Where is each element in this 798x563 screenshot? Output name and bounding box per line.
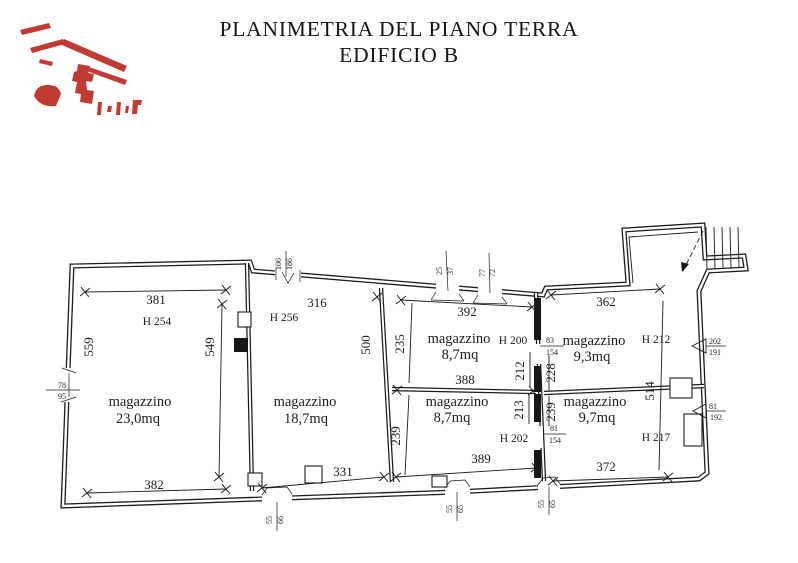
room-labels: magazzino 23,0mq magazzino 18,7mq magazz… xyxy=(109,331,627,427)
dim-door-right-lower-h: 192 xyxy=(710,413,722,422)
room-height-254: H 254 xyxy=(143,316,172,328)
room-label: magazzino xyxy=(426,394,489,410)
dim-door-right-upper-h: 191 xyxy=(709,348,721,357)
room-area: 9,7mq xyxy=(579,410,616,426)
dim-372: 372 xyxy=(596,459,616,474)
room-height-200: H 200 xyxy=(499,335,528,347)
dimension-ticks xyxy=(79,283,674,499)
room-height-217: H 217 xyxy=(642,432,671,444)
room-height-202: H 202 xyxy=(500,433,529,445)
dim-door-top-h: 186 xyxy=(285,258,294,270)
logo-shapes xyxy=(20,23,142,115)
dim-389: 389 xyxy=(471,451,491,466)
dim-239-left: 239 xyxy=(388,426,403,446)
room-label: magazzino xyxy=(428,331,491,347)
dim-559: 559 xyxy=(81,337,96,357)
opening-details xyxy=(60,268,561,496)
room-area: 9,3mq xyxy=(574,349,611,365)
door-swing-icon xyxy=(690,338,707,354)
dim-331: 331 xyxy=(333,464,353,479)
dim-win-left-h: 95 xyxy=(58,392,66,401)
title-block: PLANIMETRIA DEL PIANO TERRA EDIFICIO B xyxy=(0,16,798,68)
dim-500: 500 xyxy=(358,335,373,355)
dim-win-top2-h: 72 xyxy=(488,269,497,277)
room-height-212: H 212 xyxy=(642,334,671,346)
room-area: 8,7mq xyxy=(442,347,479,363)
dim-212: 212 xyxy=(512,361,527,381)
stair-arrow-icon xyxy=(681,262,689,272)
room-height-256: H 256 xyxy=(270,312,299,324)
dim-door-top-w: 106 xyxy=(274,258,283,270)
wall-openings xyxy=(60,267,560,505)
room-label: magazzino xyxy=(563,333,626,349)
dim-362: 362 xyxy=(596,294,616,309)
outer-walls xyxy=(60,222,749,509)
dimension-texts: 381 H 254 559 549 382 78 95 316 H 256 10… xyxy=(58,258,722,524)
dim-win-top1-h: 37 xyxy=(446,267,455,275)
structure-details xyxy=(234,298,703,488)
dim-392: 392 xyxy=(457,304,477,319)
drawing-subtitle: EDIFICIO B xyxy=(339,43,459,68)
room-label: magazzino xyxy=(274,394,337,410)
dim-213: 213 xyxy=(511,400,526,420)
room-area: 23,0mq xyxy=(116,411,160,427)
dim-514: 514 xyxy=(642,381,657,401)
room-area: 8,7mq xyxy=(434,410,471,426)
dim-381: 381 xyxy=(146,292,166,307)
window-gap-bottom-1 xyxy=(262,494,292,505)
window-gap-bottom-2 xyxy=(445,487,470,498)
dim-239-right: 239 xyxy=(543,402,558,422)
dim-235: 235 xyxy=(392,334,407,354)
drawing-title: PLANIMETRIA DEL PIANO TERRA xyxy=(219,17,579,41)
dim-win-bottom1-w: 55 xyxy=(265,516,274,524)
dim-door-mid-upper-w: 83 xyxy=(546,336,554,345)
dim-win-bottom3-w: 55 xyxy=(537,500,546,508)
dim-door-mid-lower-h: 154 xyxy=(549,436,561,445)
dim-door-mid-upper-h: 154 xyxy=(546,348,558,357)
dim-win-top2-w: 77 xyxy=(478,269,487,277)
dim-win-bottom1-h: 66 xyxy=(276,516,285,524)
dim-win-left-w: 78 xyxy=(58,381,66,390)
staircase xyxy=(628,226,740,284)
room-label: magazzino xyxy=(109,394,172,410)
dim-door-right-lower-w: 81 xyxy=(709,402,717,411)
dim-549: 549 xyxy=(202,337,217,357)
room-area: 18,7mq xyxy=(284,411,328,427)
dim-382: 382 xyxy=(144,477,164,492)
dim-win-bottom3-h: 65 xyxy=(548,500,557,508)
dim-win-bottom2-w: 55 xyxy=(445,505,454,513)
logo-mark xyxy=(20,23,142,115)
dim-win-bottom2-h: 65 xyxy=(456,505,465,513)
dimension-lines xyxy=(46,250,726,531)
dim-door-mid-lower-w: 81 xyxy=(550,424,558,433)
dim-316: 316 xyxy=(307,295,327,310)
dim-228: 228 xyxy=(543,363,558,383)
dim-door-right-upper-w: 202 xyxy=(709,337,721,346)
door-swing-icon xyxy=(692,403,707,419)
room-label: magazzino xyxy=(564,394,627,410)
door-gap-center-upper xyxy=(529,344,543,364)
door-gap-top xyxy=(275,267,301,281)
door-gap-center-lower xyxy=(529,426,543,448)
dim-win-top1-w: 25 xyxy=(435,267,444,275)
dim-388: 388 xyxy=(455,372,475,387)
